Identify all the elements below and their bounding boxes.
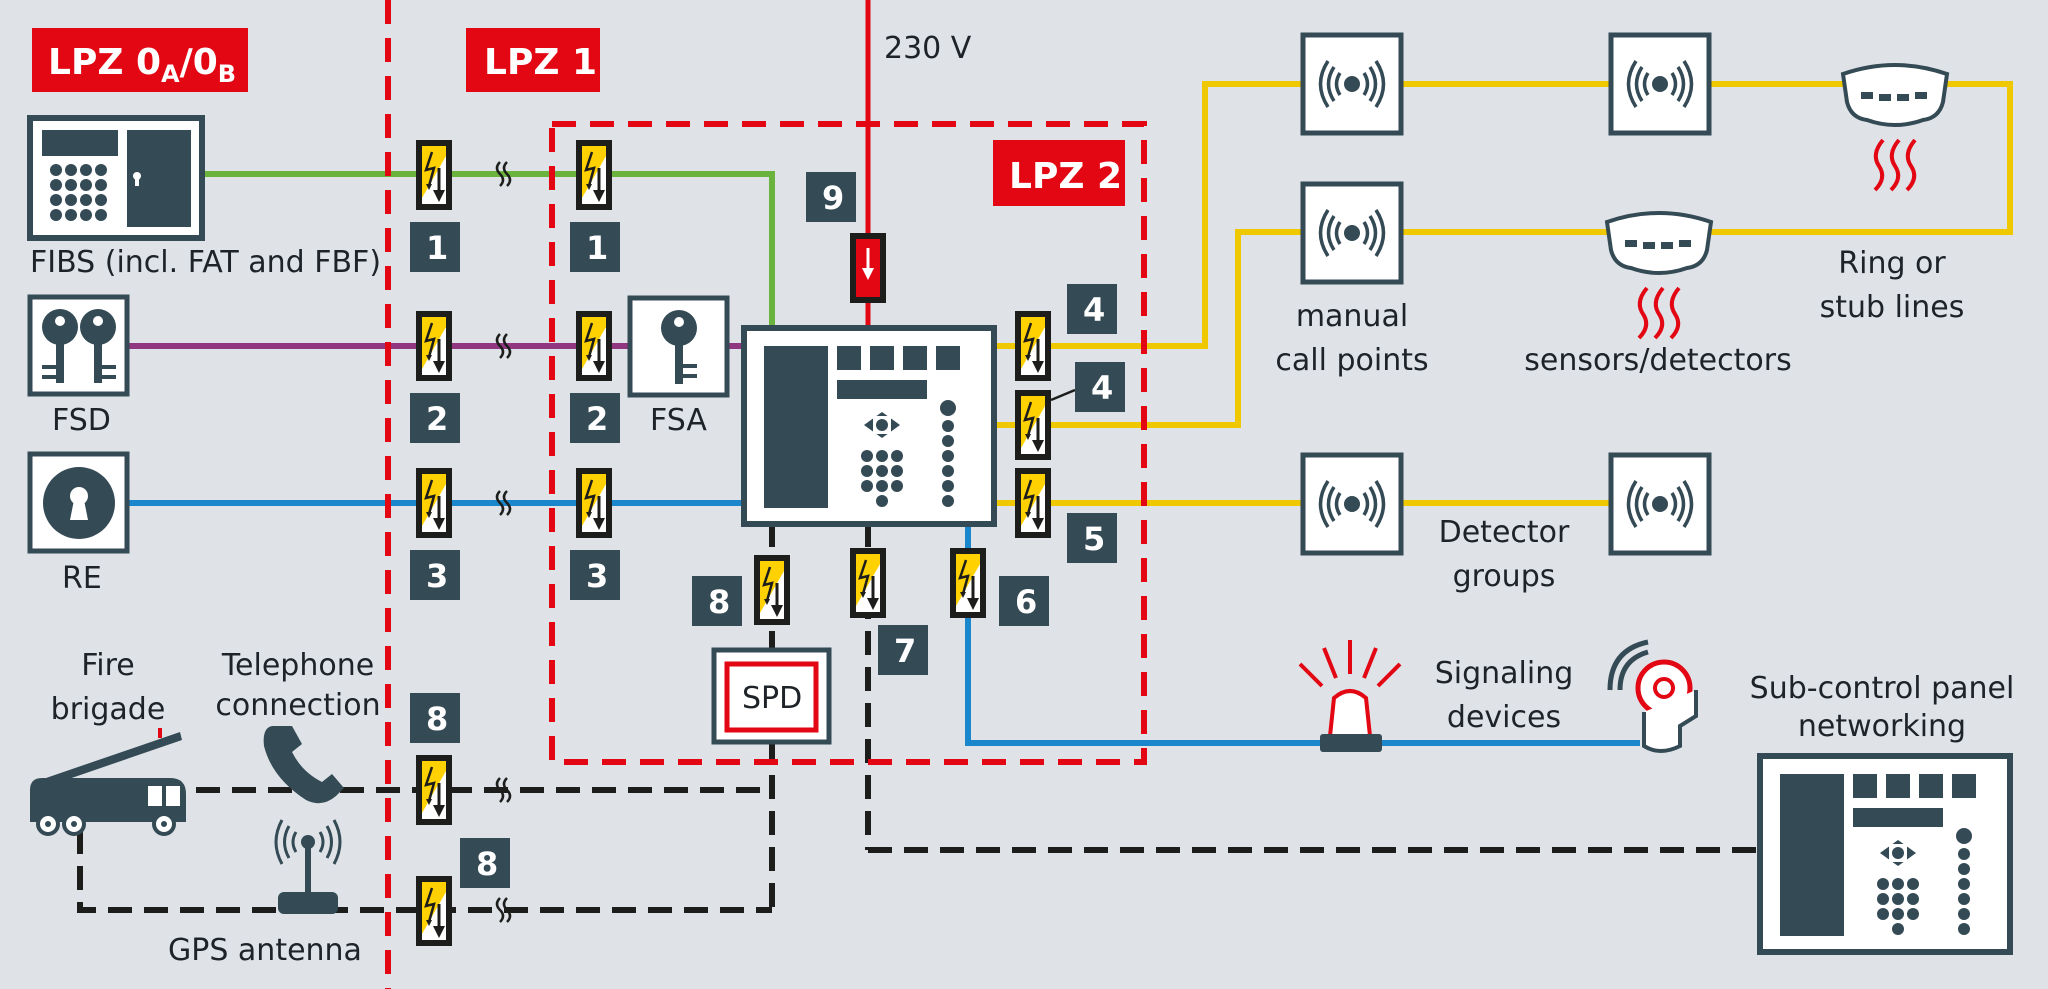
spd-arrester-icon: [948, 546, 988, 620]
badge-8: 8: [410, 693, 460, 743]
svg-text:3: 3: [426, 557, 448, 595]
svg-text:3: 3: [586, 557, 608, 595]
spd-arrester-icon: [574, 466, 614, 540]
svg-text:SPD: SPD: [742, 681, 802, 716]
svg-text:6: 6: [1015, 583, 1037, 621]
badge-4: 4: [1067, 284, 1117, 334]
alarm-bell-icon: [1607, 639, 1698, 753]
spd-arrester-icon: [1013, 466, 1053, 540]
voltage-label: 230 V: [884, 31, 972, 66]
badge-2: 2: [570, 393, 620, 443]
spd-arrester-icon: [414, 466, 454, 540]
beacon-icon: [1298, 640, 1402, 752]
fire-truck-icon: [30, 728, 186, 836]
telephone-icon: [263, 726, 344, 804]
spd-arrester-icon: [574, 309, 614, 383]
svg-text:7: 7: [894, 632, 916, 670]
svg-text:8: 8: [476, 845, 498, 883]
fibs-label: FIBS (incl. FAT and FBF): [30, 245, 381, 280]
zone-label-lpz0: LPZ 0A/0B: [32, 28, 248, 92]
svg-text:2: 2: [586, 400, 608, 438]
fsd-label: FSD: [52, 403, 111, 438]
badge-9: 9: [806, 172, 856, 222]
smoke-detector-icon: [1605, 211, 1713, 340]
badge-8: 8: [692, 576, 742, 626]
svg-text:8: 8: [708, 583, 730, 621]
zone-label-lpz1: LPZ 1: [466, 28, 600, 92]
badge-4: 4: [1075, 362, 1125, 412]
fsa-key-icon: [627, 295, 730, 398]
power-spd-icon: [850, 233, 886, 303]
svg-text:LPZ 0A/0B: LPZ 0A/0B: [48, 42, 236, 88]
spd-arrester-icon: [1013, 309, 1053, 383]
lpz2-boundary: [549, 121, 1147, 765]
cable-gps: [77, 830, 772, 913]
svg-text:1: 1: [426, 229, 448, 267]
cable-loop-2: [994, 229, 1305, 428]
fsd-keys-icon: [27, 294, 130, 397]
svg-text:4: 4: [1083, 291, 1105, 329]
svg-text:LPZ 2: LPZ 2: [1009, 156, 1122, 197]
re-label: RE: [62, 561, 102, 596]
badge-3: 3: [570, 550, 620, 600]
badge-6: 6: [999, 576, 1049, 626]
smoke-detector-icon: [1841, 63, 1949, 192]
spd-arrester-icon: [414, 138, 454, 212]
zone-label-lpz2: LPZ 2: [993, 140, 1125, 206]
manual-call-point-icon: [1303, 184, 1401, 282]
manual-call-point-icon: [1303, 35, 1401, 133]
detector-group-icon: [1303, 455, 1401, 553]
svg-text:5: 5: [1083, 520, 1105, 558]
spd-box: SPD: [711, 647, 832, 745]
badge-1: 1: [570, 222, 620, 272]
svg-text:LPZ 1: LPZ 1: [484, 42, 597, 83]
fsa-label: FSA: [650, 403, 707, 438]
sub-control-panel: [1760, 756, 2010, 952]
spd-arrester-icon: [848, 546, 888, 620]
detector-group-icon: [1611, 455, 1709, 553]
spd-arrester-icon: [414, 309, 454, 383]
gps-label: GPS antenna: [168, 933, 362, 968]
fire-control-panel: [744, 328, 994, 524]
spd-arrester-icon: [1013, 388, 1053, 462]
cable-break-icon: [495, 896, 512, 924]
badge-2: 2: [410, 393, 460, 443]
svg-text:2: 2: [426, 400, 448, 438]
badge-8: 8: [460, 838, 510, 888]
badge-3: 3: [410, 550, 460, 600]
badge-5: 5: [1067, 513, 1117, 563]
svg-text:8: 8: [426, 700, 448, 738]
svg-text:4: 4: [1091, 369, 1113, 407]
badge-7: 7: [878, 625, 928, 675]
manual-call-point-icon: [1611, 35, 1709, 133]
fibs-icon: [27, 115, 205, 241]
badge-leader-line: [1050, 388, 1076, 402]
spd-arrester-icon: [414, 753, 454, 827]
sensors-label: sensors/detectors: [1524, 343, 1791, 378]
badge-1: 1: [410, 222, 460, 272]
spd-arrester-icon: [574, 138, 614, 212]
svg-text:9: 9: [822, 179, 844, 217]
spd-arrester-icon: [414, 874, 454, 948]
gps-antenna-icon: [274, 819, 342, 914]
svg-text:1: 1: [586, 229, 608, 267]
spd-arrester-icon: [752, 553, 792, 627]
re-keyhole-icon: [27, 451, 130, 554]
